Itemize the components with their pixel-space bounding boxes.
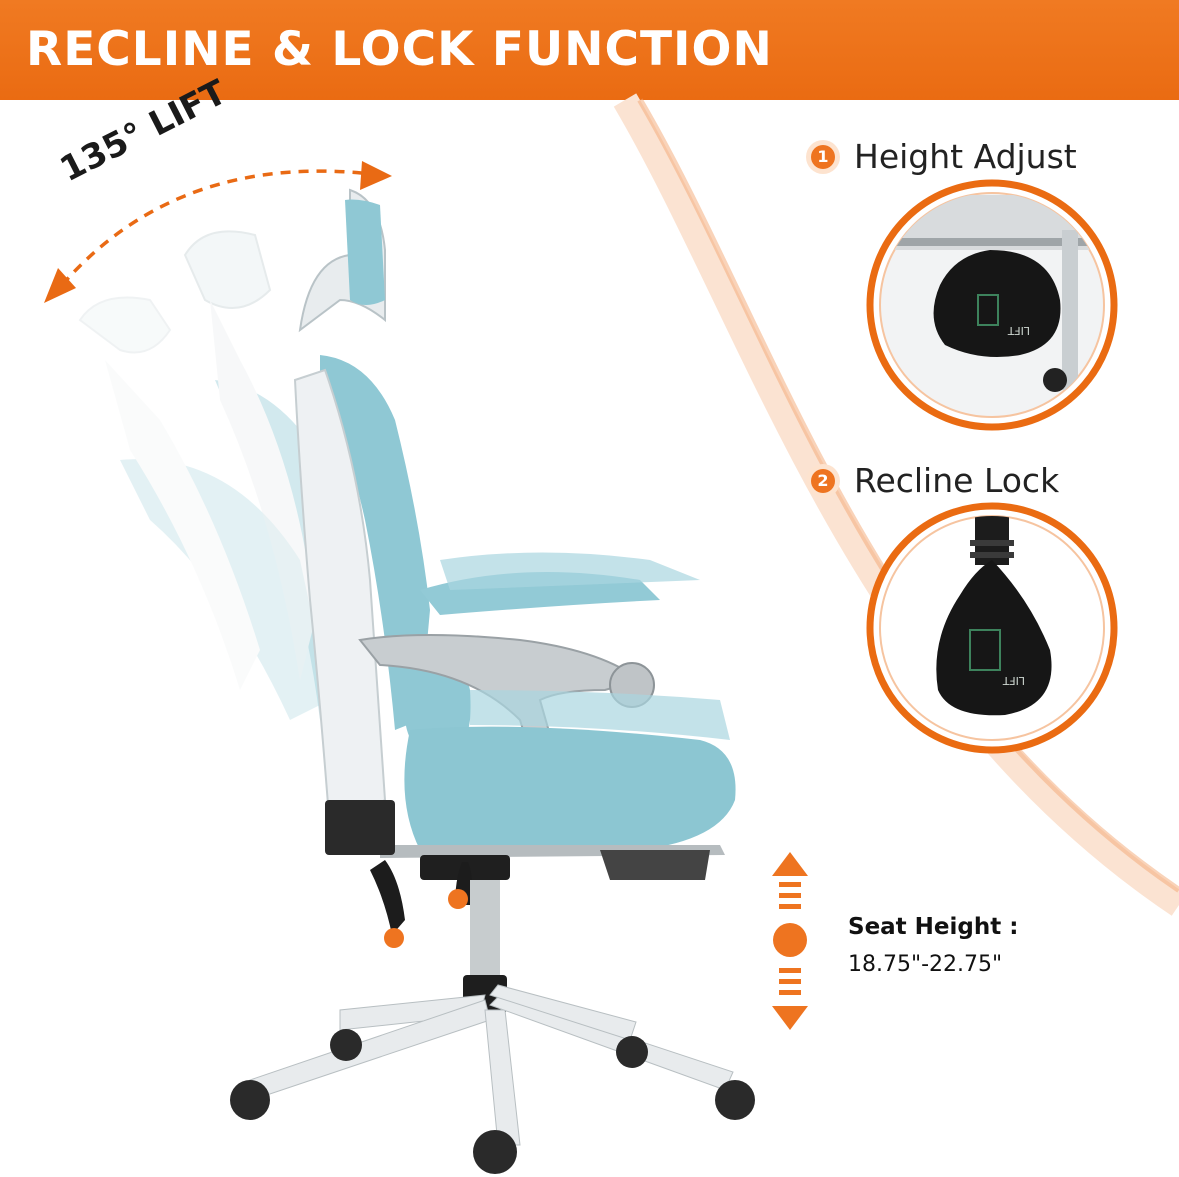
title-banner: RECLINE & LOCK FUNCTION [0,0,1179,100]
svg-text:LIFT: LIFT [1007,324,1030,337]
feature-recline-lock-label: Recline Lock [854,461,1060,500]
feature-recline-lock: 2 Recline Lock [806,461,1059,500]
svg-text:LIFT: LIFT [1002,674,1025,687]
reclined-backrest-ghost-far [78,296,330,720]
seat-height-title: Seat Height : [848,914,1019,940]
banner-title: RECLINE & LOCK FUNCTION [26,22,773,77]
feature-height-adjust-label: Height Adjust [854,137,1077,176]
seat-height-range: 18.75"-22.75" [848,952,1003,977]
feature-height-adjust: 1 Height Adjust [806,137,1077,176]
number-badge-1: 1 [806,139,840,174]
number-badge-2: 2 [806,463,840,498]
